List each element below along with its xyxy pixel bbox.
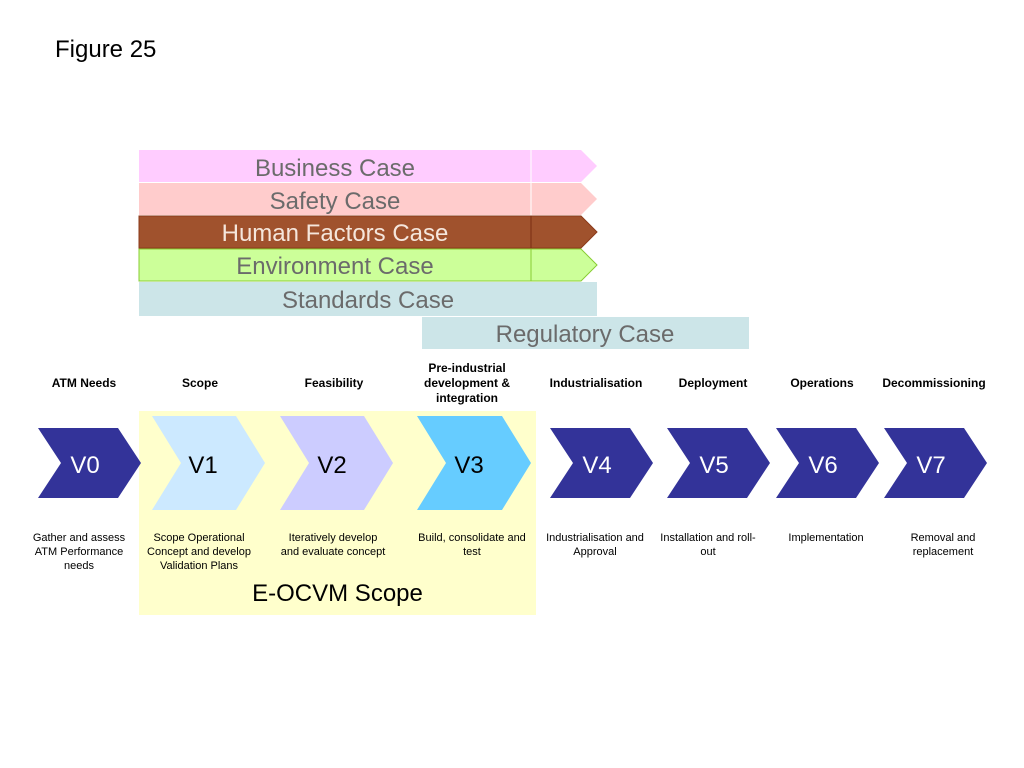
chevron-shape: [417, 416, 531, 510]
case-band-human-factors: Human Factors Case: [138, 215, 598, 249]
case-band-label: Standards Case: [282, 287, 454, 314]
case-bands: Business Case Safety Case Human Factors …: [138, 150, 749, 349]
phase-chevron-v3: V3: [417, 416, 531, 510]
phase-desc-v6: Implementation: [788, 532, 864, 544]
case-band-shape: [139, 282, 597, 316]
case-band-shape: [422, 317, 749, 349]
phase-chevron-v1: V1: [152, 416, 265, 510]
phase-desc-v1: Scope Operational Concept and develop Va…: [147, 532, 251, 572]
chevron-shape: [280, 416, 393, 510]
chevron-shape: [884, 428, 987, 498]
phase-title-v4: Industrialisation: [549, 376, 643, 390]
chevron-shape: [550, 428, 653, 498]
chevron-label: V7: [916, 452, 945, 479]
case-band-standards: Standards Case: [139, 282, 597, 316]
phase-desc-v2: Iteratively develop and evaluate concept: [280, 532, 386, 558]
phase-chevron-v6: V6: [776, 428, 879, 498]
phase-desc-v3: Build, consolidate and test: [418, 532, 526, 558]
case-band-label: Regulatory Case: [496, 321, 675, 348]
chevron-label: V0: [70, 452, 99, 479]
phase-title-v5: Deployment: [678, 376, 748, 390]
chevron-shape: [776, 428, 879, 498]
phase-title-v2: Feasibility: [304, 376, 364, 390]
chevron-label: V5: [699, 452, 728, 479]
phase-chevron-v4: V4: [550, 428, 653, 498]
phase-desc-v7: Removal and replacement: [910, 532, 976, 558]
case-band-label: Human Factors Case: [222, 220, 449, 247]
chevron-label: V6: [808, 452, 837, 479]
phase-title-v6: Operations: [790, 376, 854, 390]
phase-title-v1: Scope: [181, 376, 218, 390]
phase-chevrons: V0 V1 V2 V3 V4 V5 V6 V7: [38, 416, 987, 510]
phase-desc-v4: Industrialisation and Approval: [546, 532, 644, 558]
chevron-shape: [152, 416, 265, 510]
phase-chevron-v7: V7: [884, 428, 987, 498]
phase-chevron-v2: V2: [280, 416, 393, 510]
phase-chevron-v0: V0: [38, 428, 141, 498]
case-band-safety: Safety Case: [139, 183, 597, 215]
case-band-shape: [139, 183, 597, 215]
case-band-environment: Environment Case: [138, 248, 598, 282]
case-band-label: Environment Case: [236, 253, 433, 280]
phase-title-v7: Decommissioning: [882, 376, 986, 390]
case-band-regulatory: Regulatory Case: [422, 317, 749, 349]
case-band-shape: [139, 150, 597, 182]
chevron-shape: [667, 428, 770, 498]
e-ocvm-scope-label: E-OCVM Scope: [252, 580, 423, 607]
chevron-label: V2: [317, 452, 346, 479]
case-band-business: Business Case: [139, 150, 597, 182]
case-band-label: Business Case: [255, 155, 415, 182]
case-band-shape: [138, 248, 598, 282]
phase-desc-v0: Gather and assess ATM Performance needs: [32, 532, 126, 572]
chevron-label: V4: [582, 452, 611, 479]
figure-title: Figure 25: [55, 36, 157, 63]
chevron-label: V3: [454, 452, 483, 479]
phase-desc-v5: Installation and roll-out: [660, 532, 756, 558]
chevron-label: V1: [188, 452, 217, 479]
phase-chevron-v5: V5: [667, 428, 770, 498]
phase-title-v3: Pre-industrial development & integration: [423, 361, 510, 405]
chevron-shape: [38, 428, 141, 498]
case-band-shape: [138, 215, 598, 249]
case-band-label: Safety Case: [270, 188, 401, 215]
phase-title-v0: ATM Needs: [51, 376, 117, 390]
